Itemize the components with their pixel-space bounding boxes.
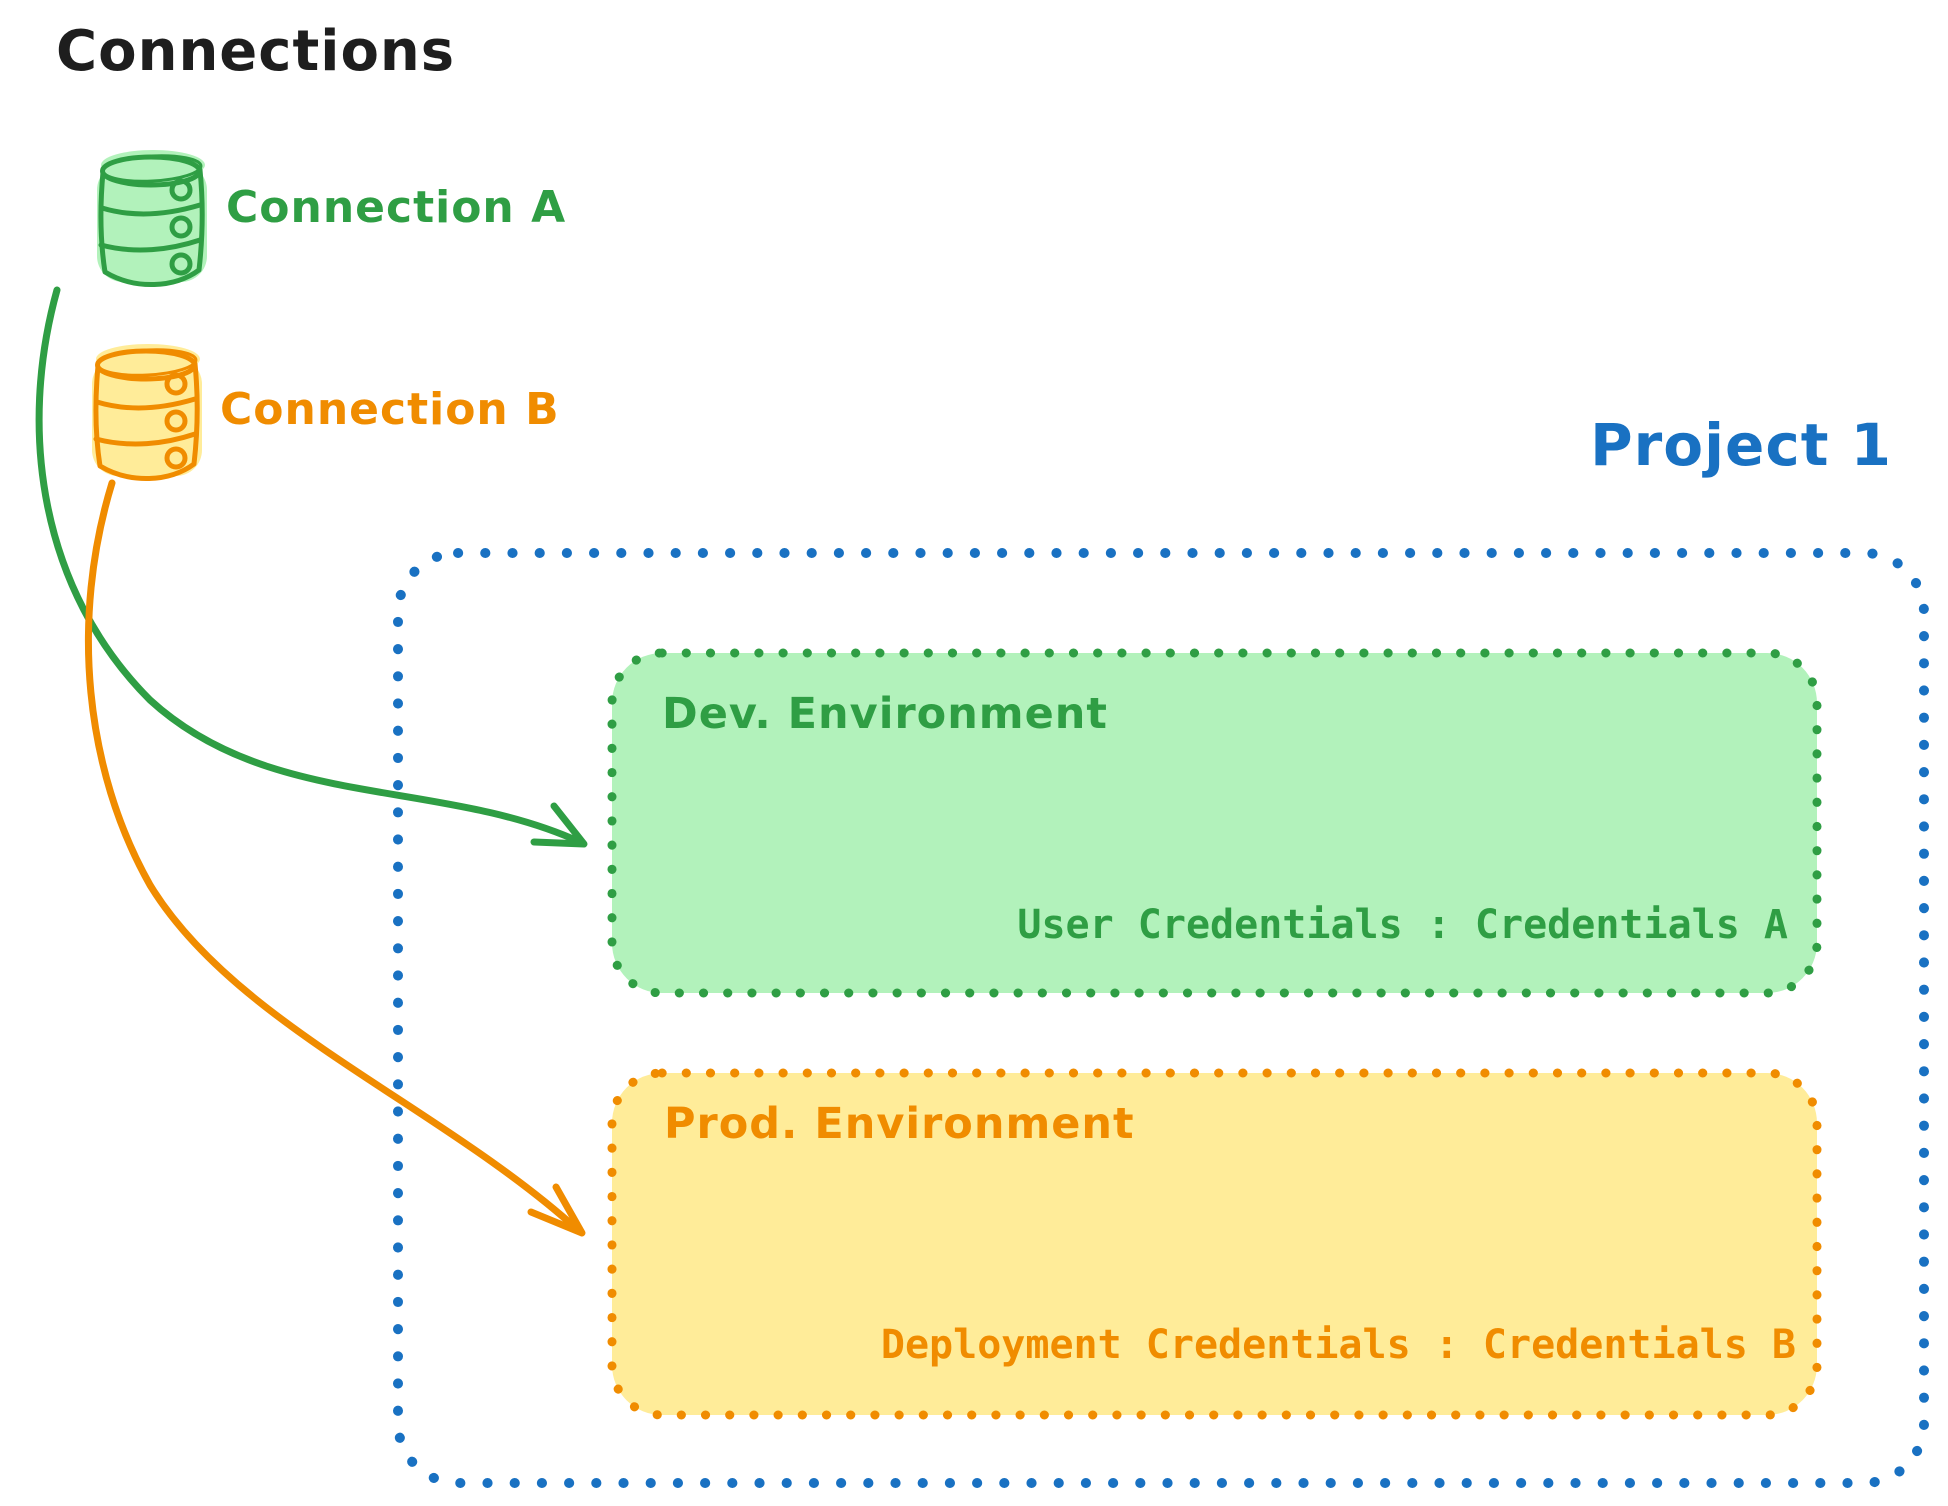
dev-environment-credentials: User Credentials : Credentials A (1017, 902, 1788, 948)
prod-environment-title: Prod. Environment (664, 1099, 1135, 1149)
connection-a-label: Connection A (226, 182, 567, 233)
connection-b-database-icon (92, 344, 202, 479)
project-1-label: Project 1 (1590, 411, 1892, 479)
prod-environment-credentials: Deployment Credentials : Credentials B (880, 1322, 1796, 1368)
connection-a-to-dev-arrow (35, 286, 588, 848)
project-1-container-box (393, 548, 1929, 1488)
diagram-title: Connections (56, 19, 456, 84)
dev-environment-title: Dev. Environment (662, 689, 1108, 739)
prod-environment-box (607, 1068, 1822, 1420)
dev-environment-box (607, 648, 1822, 998)
connection-b-to-prod-arrow (84, 479, 586, 1237)
connection-a-database-icon (97, 150, 207, 285)
connection-b-label: Connection B (220, 384, 560, 435)
